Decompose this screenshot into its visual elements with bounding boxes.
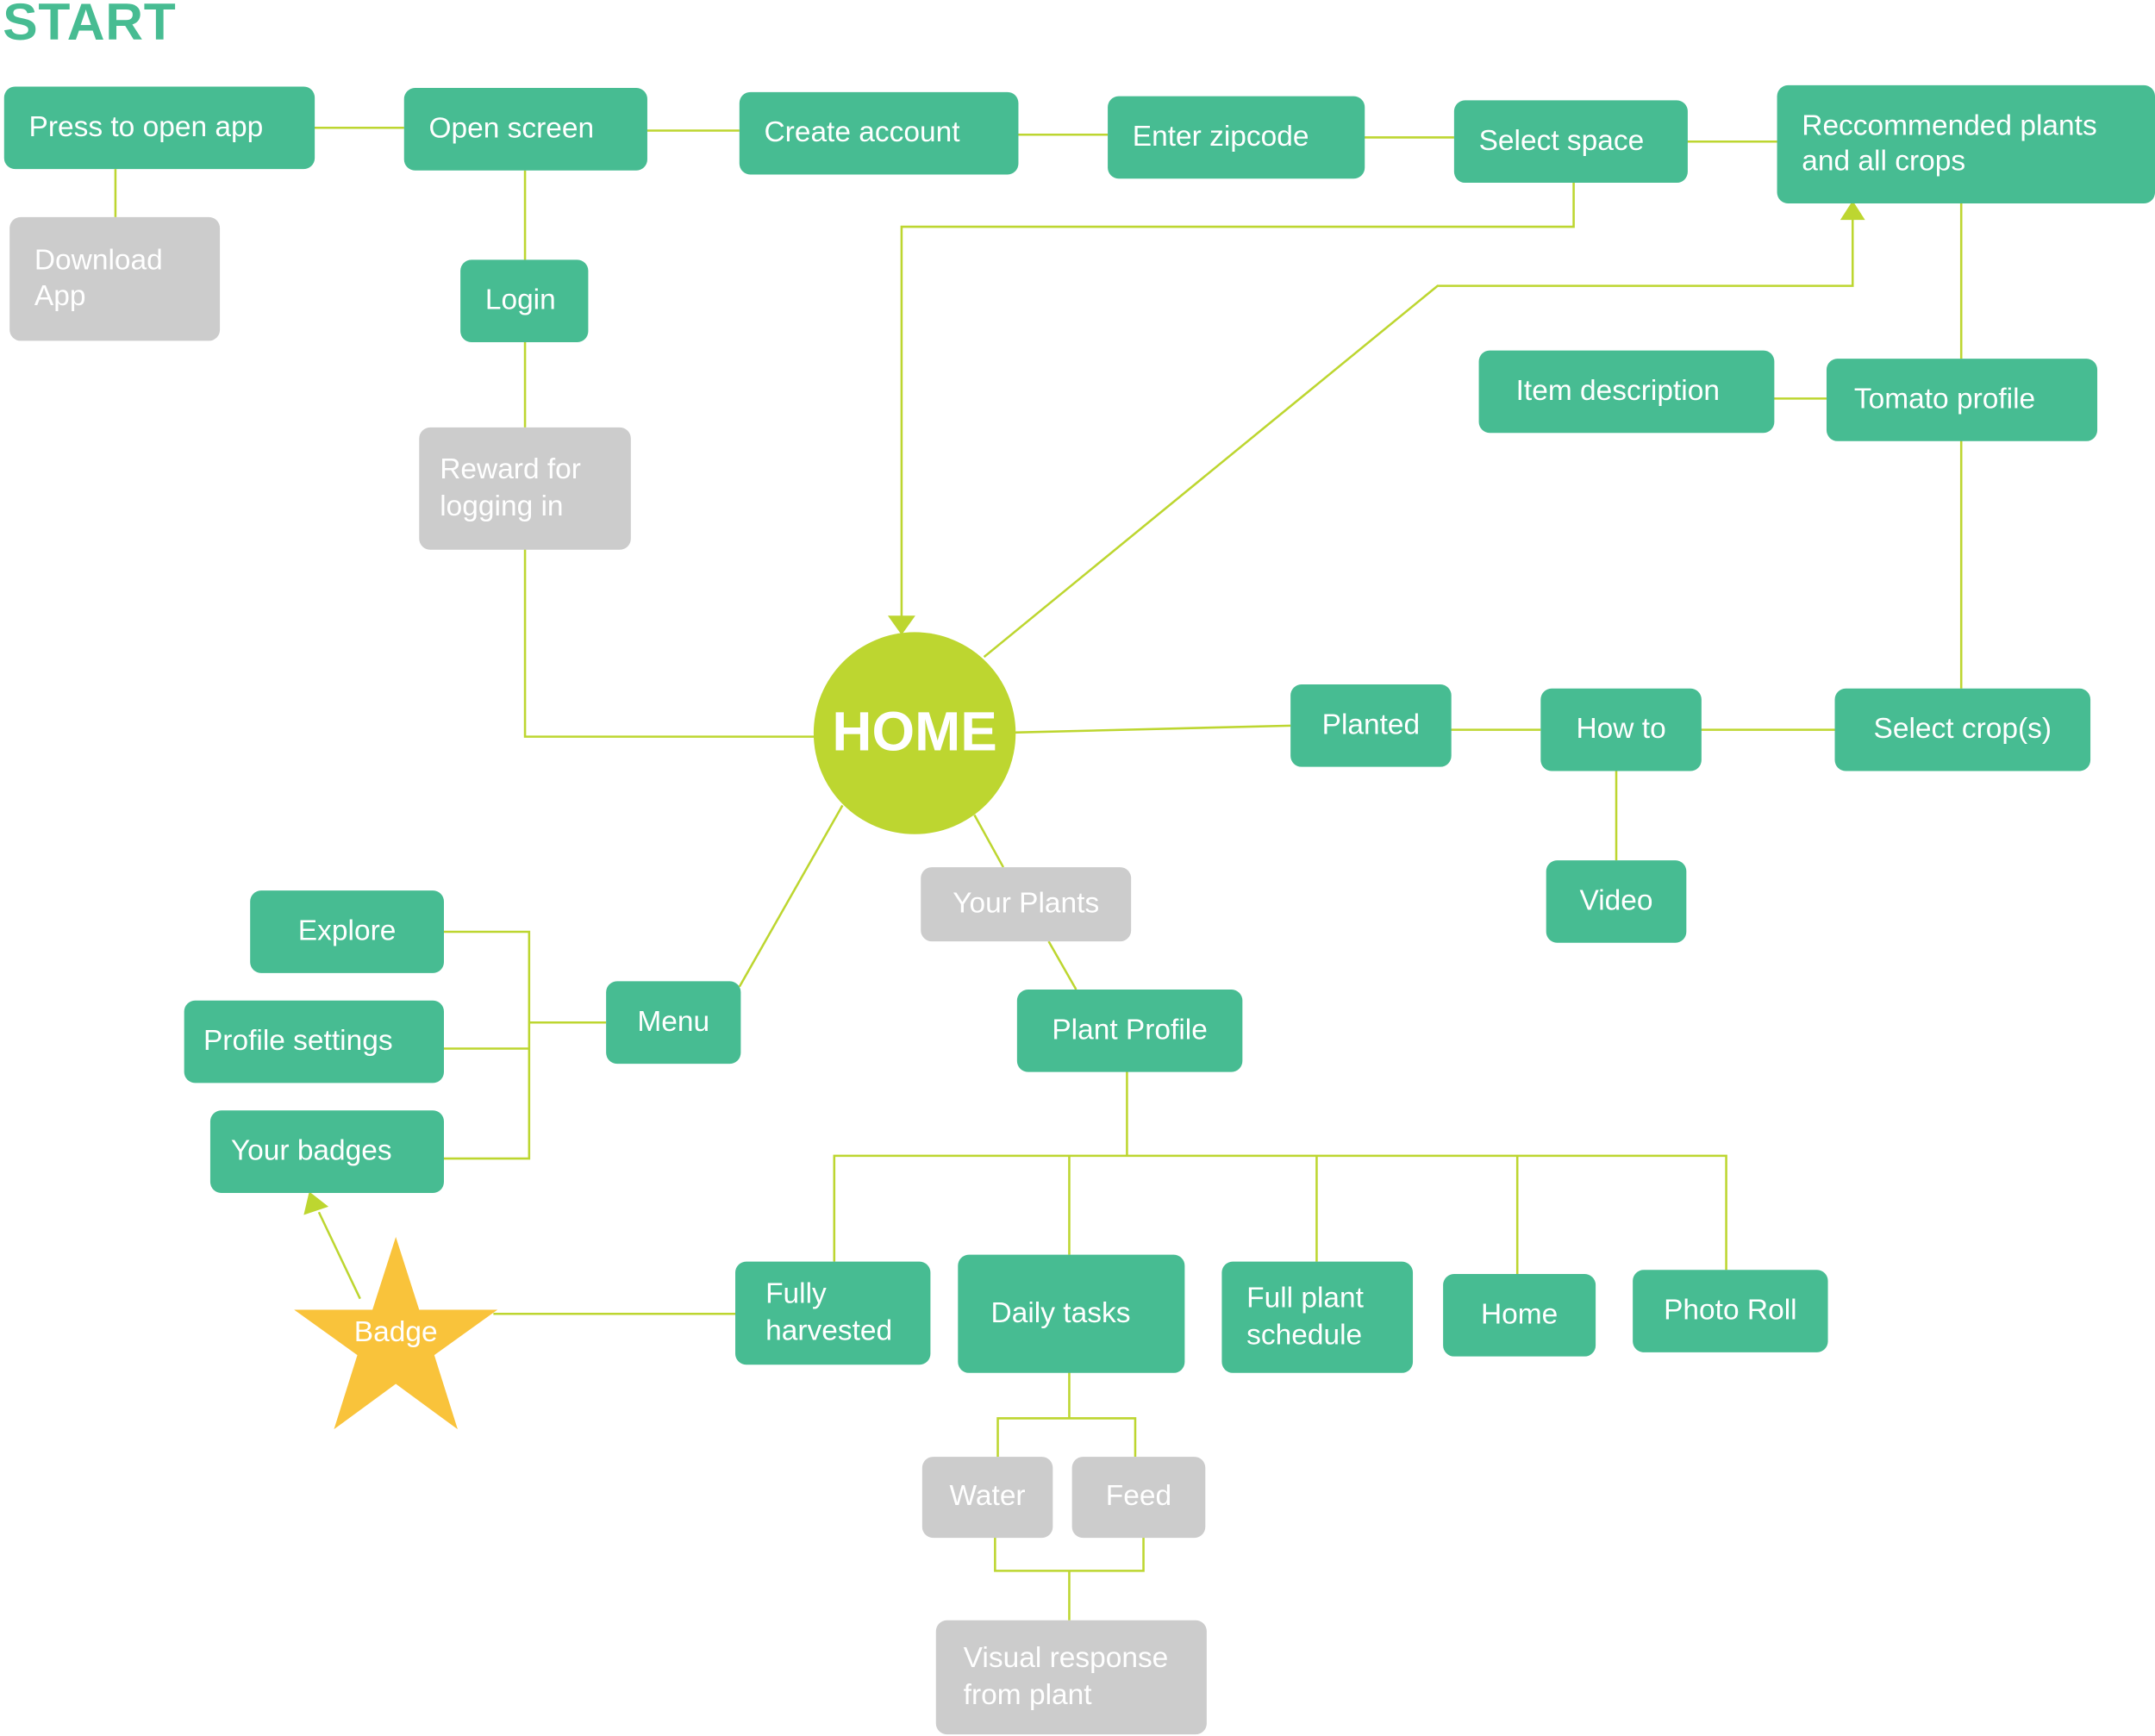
your-badges-node[interactable]: Your badges	[209, 1110, 444, 1193]
enter-zipcode-node[interactable]: Enter zipcode	[1108, 96, 1365, 179]
connector	[317, 1211, 361, 1300]
profile-settings-node[interactable]: Profile settings	[184, 1000, 444, 1083]
connector	[442, 930, 531, 1160]
connector	[994, 1536, 1145, 1572]
feed-node[interactable]: Feed	[1071, 1457, 1206, 1539]
connector	[833, 1154, 1727, 1271]
connector	[523, 548, 817, 738]
menu-node[interactable]: Menu	[606, 981, 741, 1065]
arrowhead	[303, 1191, 329, 1215]
home-node[interactable]: Home	[1443, 1274, 1596, 1357]
your-plants-node[interactable]: Your Plants	[921, 867, 1132, 942]
login-node[interactable]: Login	[460, 259, 589, 343]
connector	[983, 216, 1854, 659]
photo-roll-node[interactable]: Photo Roll	[1633, 1270, 1828, 1352]
video-node[interactable]: Video	[1546, 860, 1687, 943]
badge-label: Badge	[353, 1316, 438, 1349]
select-space-node[interactable]: Select space	[1453, 100, 1688, 184]
plant-profile-node[interactable]: Plant Profile	[1016, 989, 1243, 1072]
full-plant-schedule-node[interactable]: Full plant schedule	[1221, 1261, 1414, 1373]
open-screen-node[interactable]: Open screen	[403, 88, 647, 171]
connector	[1014, 724, 1291, 734]
daily-tasks-node[interactable]: Daily tasks	[958, 1254, 1185, 1373]
connector	[900, 183, 1575, 619]
arrowhead	[887, 615, 915, 635]
connector	[996, 1417, 1137, 1458]
explore-node[interactable]: Explore	[250, 890, 444, 973]
visual-response-node[interactable]: Visual response from plant	[935, 1620, 1207, 1735]
tomato-profile-node[interactable]: Tomato profile	[1826, 359, 2098, 441]
planted-node[interactable]: Planted	[1290, 684, 1452, 767]
reward-for-logging-in-node[interactable]: Reward for logging in	[419, 427, 631, 550]
star-icon[interactable]	[291, 1234, 500, 1433]
arrowhead	[1840, 200, 1865, 221]
water-node[interactable]: Water	[921, 1457, 1053, 1539]
press-to-open-app-node[interactable]: Press to open app	[3, 86, 315, 170]
item-description-node[interactable]: Item description	[1478, 350, 1775, 434]
download-app-node[interactable]: Download App	[9, 216, 221, 341]
how-to-node[interactable]: How to	[1540, 688, 1702, 771]
create-account-node[interactable]: Create account	[739, 91, 1019, 175]
connector	[738, 804, 844, 988]
start-title: START	[3, 0, 177, 53]
connector	[973, 814, 1005, 868]
home-hub[interactable]: HOME	[813, 632, 1016, 834]
connector	[1047, 940, 1078, 990]
recommended-plants-node[interactable]: Reccommended plants and all crops	[1777, 84, 2155, 203]
fully-harvested-node[interactable]: Fully harvested	[735, 1261, 931, 1365]
select-crops-node[interactable]: Select crop(s)	[1834, 688, 2091, 771]
